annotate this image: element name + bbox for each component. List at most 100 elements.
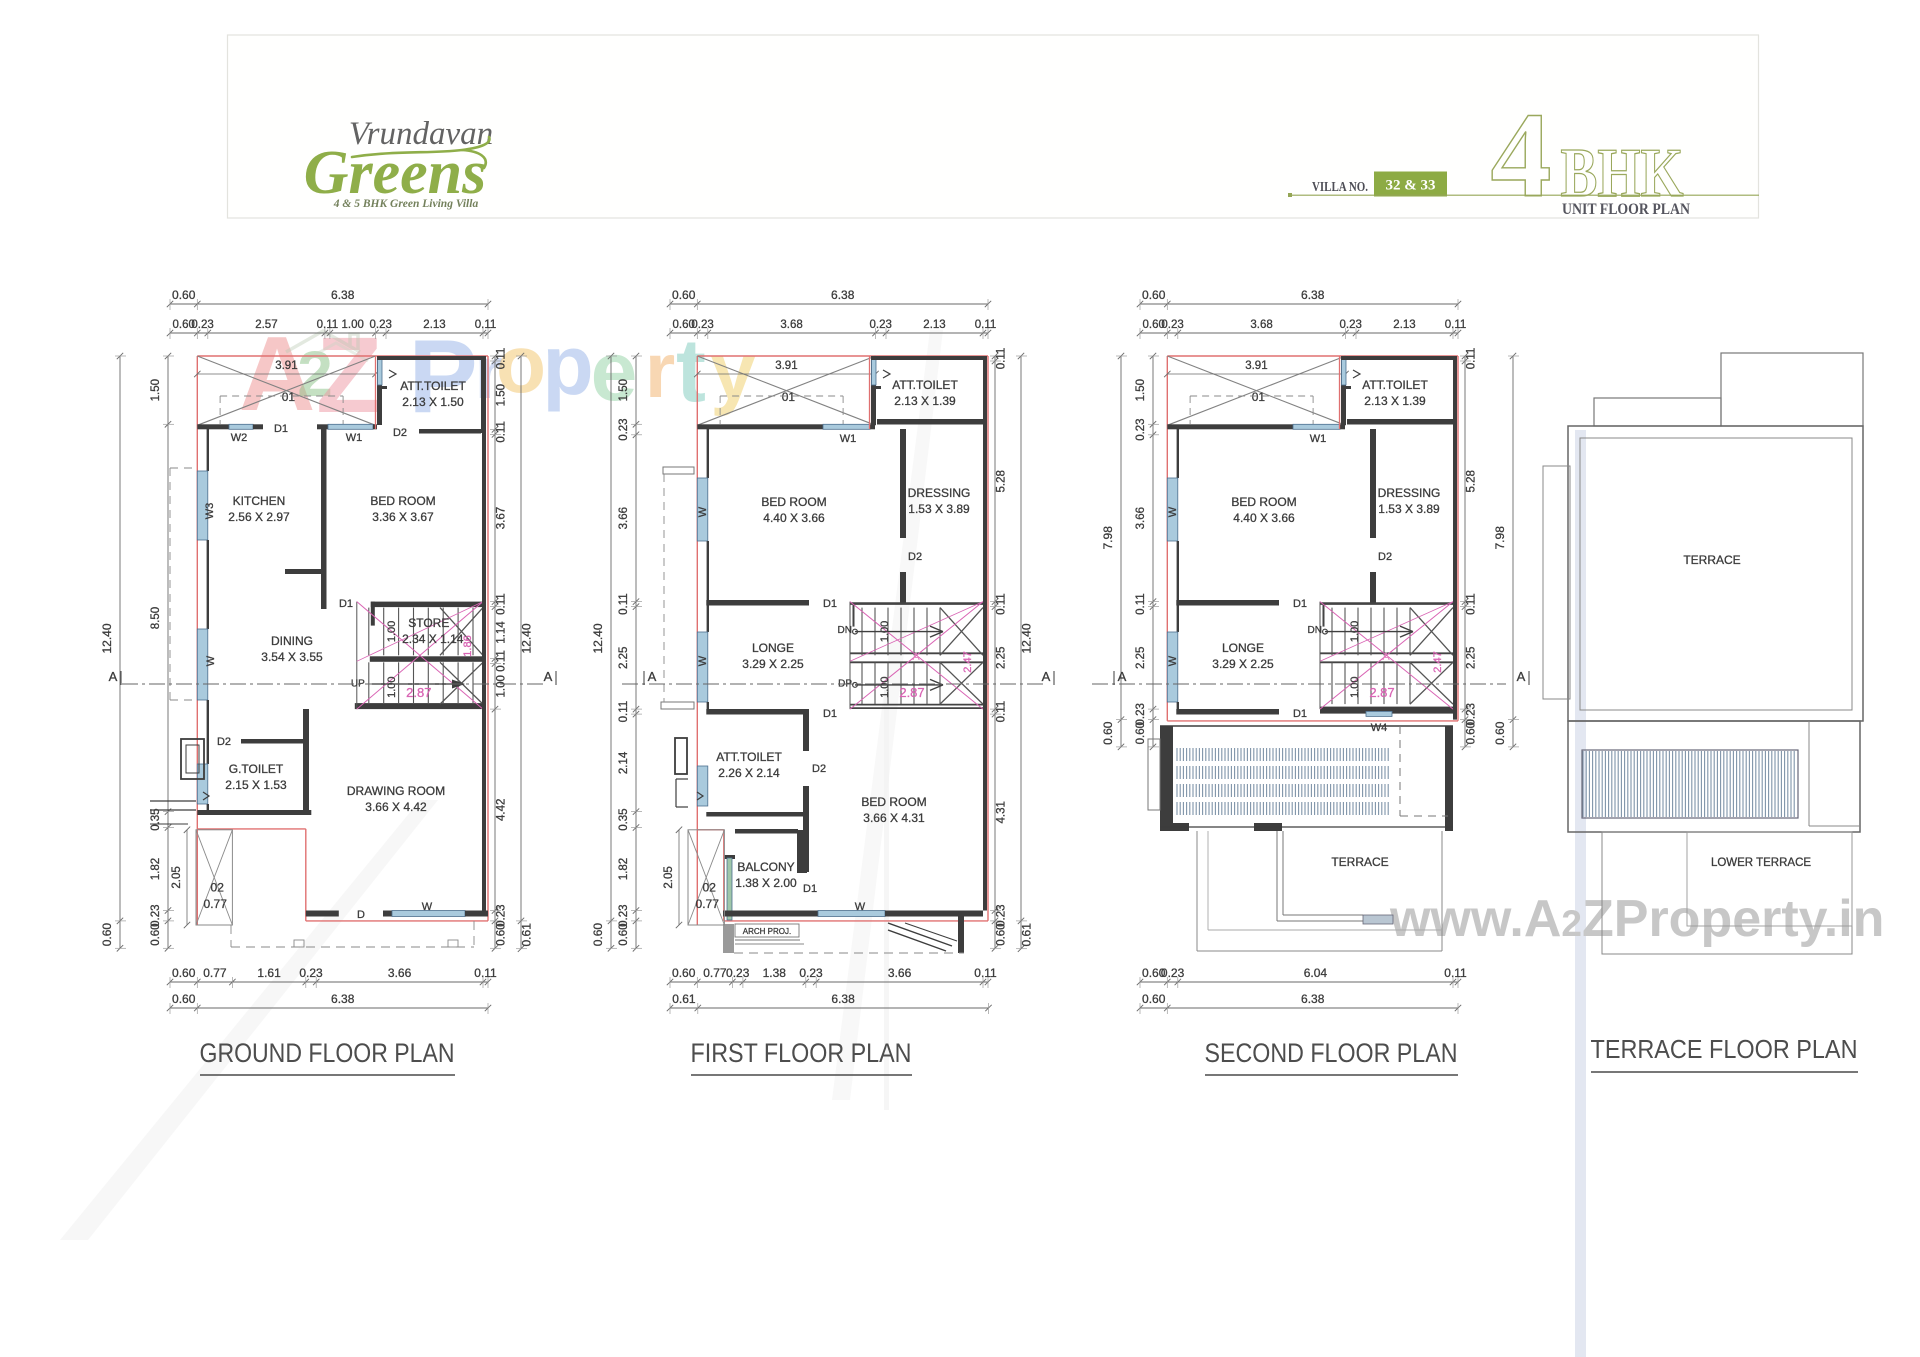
svg-text:2.13 X 1.39: 2.13 X 1.39 (1364, 394, 1426, 408)
svg-text:ATT.TOILET: ATT.TOILET (892, 378, 958, 392)
svg-text:12.40: 12.40 (520, 623, 534, 653)
svg-text:0.60: 0.60 (1135, 722, 1147, 744)
svg-text:0.11: 0.11 (496, 348, 508, 370)
svg-text:D1: D1 (823, 708, 837, 720)
svg-text:01: 01 (1252, 390, 1266, 404)
svg-text:2.13: 2.13 (923, 319, 945, 331)
svg-text:2.87: 2.87 (899, 685, 924, 700)
svg-text:D2: D2 (1378, 551, 1392, 563)
svg-text:BHK: BHK (1561, 135, 1684, 212)
svg-text:0.77: 0.77 (696, 897, 720, 911)
svg-text:W1: W1 (840, 433, 857, 445)
svg-text:0.61: 0.61 (520, 923, 534, 947)
svg-text:1.61: 1.61 (257, 966, 281, 980)
svg-text:r: r (645, 326, 675, 414)
svg-text:D2: D2 (393, 427, 407, 439)
svg-text:3.91: 3.91 (1245, 360, 1267, 372)
svg-text:UNIT FLOOR PLAN: UNIT FLOOR PLAN (1562, 201, 1690, 218)
svg-text:STORE: STORE (408, 616, 449, 630)
svg-text:1.00: 1.00 (386, 621, 398, 642)
svg-text:01: 01 (782, 390, 796, 404)
svg-text:SECOND FLOOR PLAN: SECOND FLOOR PLAN (1205, 1038, 1458, 1068)
svg-text:0.61: 0.61 (1020, 923, 1034, 947)
svg-text:W: W (1167, 506, 1179, 517)
svg-text:3.66 X 4.31: 3.66 X 4.31 (863, 811, 925, 825)
svg-text:3.29 X 2.25: 3.29 X 2.25 (742, 657, 804, 671)
svg-text:0.60: 0.60 (1142, 288, 1166, 302)
svg-text:1.50: 1.50 (150, 379, 162, 401)
svg-text:4.40 X 3.66: 4.40 X 3.66 (1233, 511, 1295, 525)
svg-text:DRAWING ROOM: DRAWING ROOM (347, 784, 445, 798)
svg-text:BED ROOM: BED ROOM (761, 495, 826, 509)
svg-text:e: e (591, 324, 638, 418)
svg-text:3.91: 3.91 (775, 360, 797, 372)
svg-text:A: A (544, 669, 553, 684)
svg-text:3.66 X 4.42: 3.66 X 4.42 (365, 800, 427, 814)
svg-text:A: A (1118, 669, 1127, 684)
svg-text:A: A (109, 669, 118, 684)
svg-text:W: W (205, 655, 217, 666)
svg-text:0.60: 0.60 (1101, 721, 1115, 745)
svg-text:2.05: 2.05 (663, 866, 675, 888)
svg-text:2.25: 2.25 (1466, 647, 1478, 669)
svg-text:P: P (408, 319, 477, 435)
svg-text:1.00: 1.00 (342, 319, 364, 331)
svg-text:5.28: 5.28 (1466, 470, 1478, 492)
svg-text:0.23: 0.23 (496, 905, 508, 927)
svg-text:D1: D1 (1293, 708, 1307, 720)
svg-text:0.60: 0.60 (172, 966, 196, 980)
svg-text:12.40: 12.40 (1020, 623, 1034, 653)
svg-text:3.66: 3.66 (388, 966, 412, 980)
svg-text:0.11: 0.11 (996, 593, 1008, 615)
svg-text:TERRACE: TERRACE (1683, 553, 1740, 567)
svg-text:2.56 X 2.97: 2.56 X 2.97 (228, 510, 290, 524)
svg-text:2.34 X 1.14: 2.34 X 1.14 (402, 632, 464, 646)
svg-text:W: W (697, 506, 709, 517)
svg-text:6.38: 6.38 (331, 992, 355, 1006)
svg-text:2.15 X 1.53: 2.15 X 1.53 (225, 778, 287, 792)
svg-text:W1: W1 (1310, 433, 1327, 445)
svg-text:0.11: 0.11 (317, 319, 339, 331)
svg-text:W: W (1167, 655, 1179, 666)
svg-text:2.87: 2.87 (406, 685, 431, 700)
svg-text:p: p (542, 318, 593, 412)
svg-text:LOWER TERRACE: LOWER TERRACE (1711, 857, 1811, 869)
svg-text:2.87: 2.87 (1369, 685, 1394, 700)
svg-text:D1: D1 (274, 423, 288, 435)
svg-text:Vrundavan: Vrundavan (349, 116, 493, 152)
svg-text:A: A (1042, 669, 1051, 684)
svg-text:2.13: 2.13 (1393, 319, 1415, 331)
svg-text:7.98: 7.98 (1493, 526, 1507, 550)
svg-text:0.60: 0.60 (618, 923, 630, 945)
svg-text:D2: D2 (812, 763, 826, 775)
svg-text:W3: W3 (204, 503, 216, 520)
svg-text:3.68: 3.68 (780, 319, 802, 331)
svg-text:3.29 X 2.25: 3.29 X 2.25 (1212, 657, 1274, 671)
svg-text:1.82: 1.82 (150, 858, 162, 880)
svg-text:0.23: 0.23 (299, 966, 323, 980)
svg-text:0.60: 0.60 (996, 923, 1008, 945)
svg-text:KITCHEN: KITCHEN (233, 494, 286, 508)
svg-text:LONGE: LONGE (752, 641, 794, 655)
svg-text:0.11: 0.11 (1466, 593, 1478, 615)
svg-text:6.04: 6.04 (1304, 966, 1328, 980)
svg-text:01: 01 (282, 390, 296, 404)
svg-text:0.60: 0.60 (1142, 992, 1166, 1006)
svg-text:12.40: 12.40 (591, 623, 605, 653)
svg-text:0.11: 0.11 (1135, 593, 1147, 615)
svg-text:0.11: 0.11 (1466, 348, 1478, 370)
svg-text:0.35: 0.35 (150, 808, 162, 830)
svg-text:6.38: 6.38 (331, 288, 355, 302)
svg-text:D2: D2 (908, 551, 922, 563)
svg-text:0.11: 0.11 (474, 966, 497, 980)
svg-text:0.11: 0.11 (496, 650, 508, 672)
svg-text:2.25: 2.25 (996, 647, 1008, 669)
svg-text:2.47: 2.47 (962, 651, 974, 672)
svg-text:0.23: 0.23 (618, 418, 630, 440)
svg-text:A: A (1517, 669, 1526, 684)
svg-text:2.57: 2.57 (255, 319, 277, 331)
svg-text:DINING: DINING (271, 634, 313, 648)
svg-text:0.11: 0.11 (1445, 319, 1467, 331)
svg-text:W: W (855, 901, 866, 913)
svg-text:0.60: 0.60 (173, 319, 195, 331)
